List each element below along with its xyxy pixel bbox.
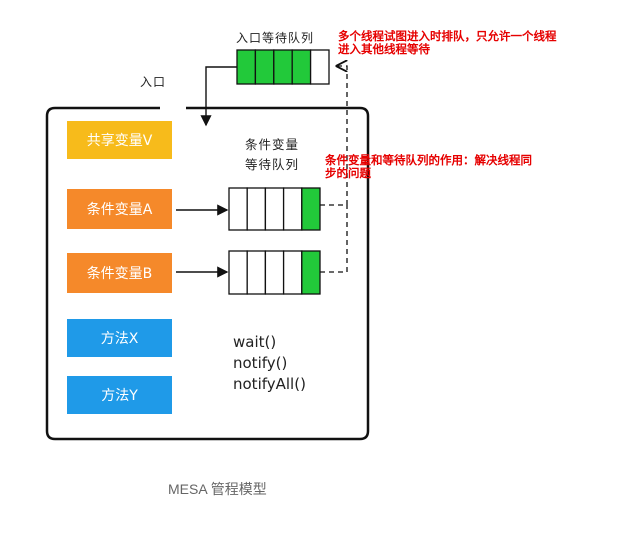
entry-arrow <box>200 66 237 127</box>
entry-queue-label: 入口等待队列 <box>236 31 315 45</box>
queue-slot <box>264 187 285 231</box>
dashed-return-path-b <box>320 205 348 273</box>
queue-slot <box>246 187 267 231</box>
annotation-middle: 条件变量和等待队列的作用：解决线程同步的问题 <box>325 153 532 180</box>
method-x-box: 方法X <box>67 319 172 357</box>
queue-slot <box>264 250 285 295</box>
queue-slot <box>228 250 248 295</box>
entry-label: 入口 <box>140 75 167 89</box>
condition-variable-a-box: 条件变量A <box>67 189 172 229</box>
cond-queue-a <box>228 187 321 231</box>
methods-list: wait() notify() notifyAll() <box>233 332 306 395</box>
annotation-top: 多个线程试图进入时排队，只允许一个线程进入其他线程等待 <box>338 29 557 56</box>
method-wait: wait() <box>233 333 277 351</box>
dashed-return-path <box>320 66 348 206</box>
queue-slot <box>246 250 267 295</box>
queue-slot <box>236 49 257 85</box>
queue-slot <box>291 49 312 85</box>
queue-slot <box>273 49 293 85</box>
method-notify: notify() <box>233 354 288 372</box>
entry-queue <box>236 49 330 85</box>
monitor-frame <box>45 106 370 441</box>
condition-variable-b-box: 条件变量B <box>67 253 172 293</box>
queue-slot <box>301 187 321 231</box>
queue-slot <box>309 49 330 85</box>
queue-slot <box>282 250 303 295</box>
method-y-box: 方法Y <box>67 376 172 414</box>
queue-slot <box>254 49 275 85</box>
condition-queue-label: 条件变量 等待队列 <box>245 137 300 172</box>
shared-variable-box: 共享变量V <box>67 121 172 159</box>
method-notify-all: notifyAll() <box>233 375 306 393</box>
figure-caption: MESA 管程模型 <box>168 481 267 497</box>
queue-slot <box>228 187 248 231</box>
queue-slot <box>282 187 303 231</box>
cond-queue-b <box>228 250 321 295</box>
queue-slot <box>301 250 321 295</box>
